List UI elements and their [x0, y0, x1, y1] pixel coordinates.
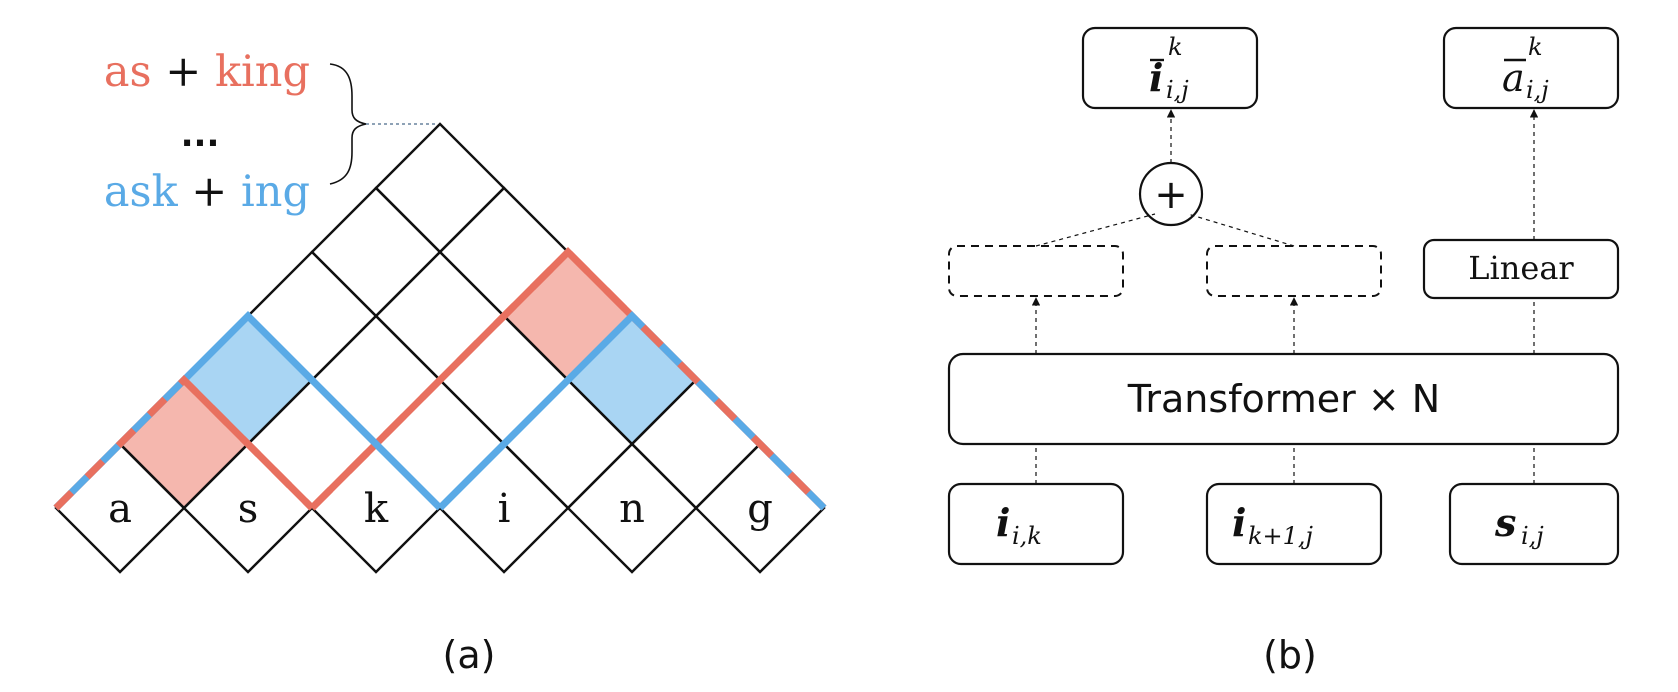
panel-b	[947, 26, 1620, 566]
plus-symbol: +	[1154, 172, 1188, 218]
path-as-overlap	[53, 375, 315, 511]
output-right-base: a	[1502, 56, 1525, 100]
legend-ellipsis: ...	[181, 115, 220, 155]
span-paths	[53, 247, 827, 511]
output-left-base: i	[1149, 55, 1163, 100]
dashed-box-left	[948, 245, 1124, 297]
connectors	[1031, 109, 1539, 484]
letter-1: s	[238, 486, 259, 532]
input-2-sub: k+1,j	[1248, 522, 1314, 550]
legend-ask: ask	[104, 167, 179, 217]
input-1-sub: i,k	[1012, 522, 1042, 550]
legend-split-as-king: as + king	[104, 47, 310, 97]
legend-ing: ing	[241, 167, 310, 217]
letter-3: i	[498, 486, 511, 532]
linear-box	[1422, 238, 1620, 300]
input-2-base: i	[1232, 500, 1246, 545]
output-right-sup: k	[1528, 33, 1543, 61]
linear-label: Linear	[1468, 249, 1574, 287]
span-cell-1-4	[374, 250, 506, 382]
dashed-box-right	[1206, 245, 1382, 297]
output-left-sup: k	[1168, 33, 1183, 61]
legend-as: as	[104, 47, 152, 97]
input-1-base: i	[996, 500, 1010, 545]
legend-plus-1: +	[152, 47, 215, 97]
curly-brace-icon	[329, 63, 367, 185]
legend-split-ask-ing: ask + ing	[104, 167, 310, 217]
letter-4: n	[619, 486, 645, 532]
legend-plus-2: +	[178, 167, 241, 217]
transformer-label: Transformer × N	[1127, 377, 1440, 421]
span-cell-2-3	[374, 378, 506, 510]
span-cell-0-5	[374, 122, 506, 254]
letter-0: a	[108, 486, 132, 532]
span-cell-0-4	[310, 186, 442, 318]
path-king-overlap	[309, 247, 827, 511]
caption-b: (b)	[1263, 633, 1317, 677]
letter-5: g	[747, 486, 773, 532]
input-3-sub: i,j	[1521, 522, 1544, 550]
output-box-right	[1442, 26, 1620, 110]
output-left-sub: i,j	[1166, 76, 1189, 104]
input-3-base: s	[1494, 500, 1516, 545]
connector-left-to-plus	[1035, 213, 1156, 247]
output-right-sub: i,j	[1526, 76, 1549, 104]
connector-right-to-plus	[1187, 213, 1295, 247]
output-box-left	[1081, 26, 1259, 110]
letter-2: k	[364, 486, 389, 532]
transformer-box	[947, 352, 1620, 446]
caption-a: (a)	[443, 633, 496, 677]
legend-king: king	[215, 47, 310, 97]
panel-b-text: i i,j k a i,j k + Linear Transformer × N…	[996, 33, 1574, 677]
span-cell-1-3	[310, 314, 442, 446]
